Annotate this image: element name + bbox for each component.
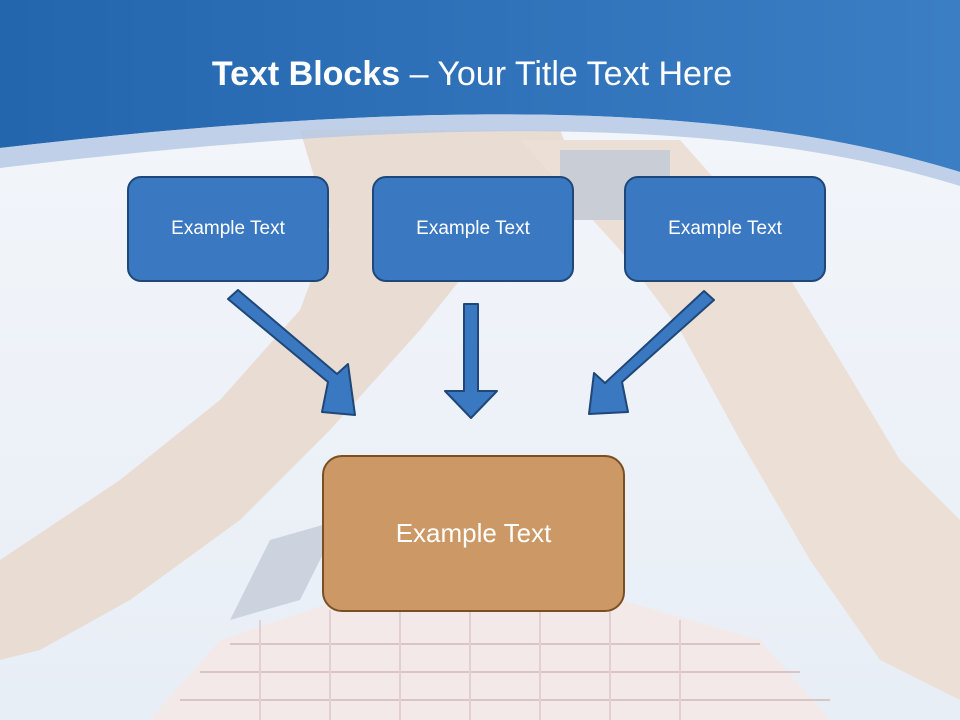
text-block-2-label: Example Text bbox=[416, 218, 530, 239]
text-block-3[interactable]: Example Text bbox=[624, 176, 826, 282]
title-dash: – bbox=[400, 55, 438, 93]
arrow-down-left-icon bbox=[588, 290, 715, 415]
text-block-1-label: Example Text bbox=[171, 218, 285, 239]
title-rest-text: Your Title Text Here bbox=[437, 55, 733, 93]
text-block-1[interactable]: Example Text bbox=[127, 176, 329, 282]
target-block-label: Example Text bbox=[395, 518, 552, 548]
target-block[interactable]: Example Text bbox=[322, 455, 625, 612]
slide-title: Text Blocks – Your Title Text Here bbox=[0, 52, 944, 96]
arrow-down-icon bbox=[444, 303, 498, 419]
text-block-2[interactable]: Example Text bbox=[372, 176, 574, 282]
arrow-down-right-icon bbox=[227, 289, 356, 416]
text-block-3-label: Example Text bbox=[668, 218, 782, 239]
title-bold-text: Text Blocks bbox=[211, 55, 401, 93]
